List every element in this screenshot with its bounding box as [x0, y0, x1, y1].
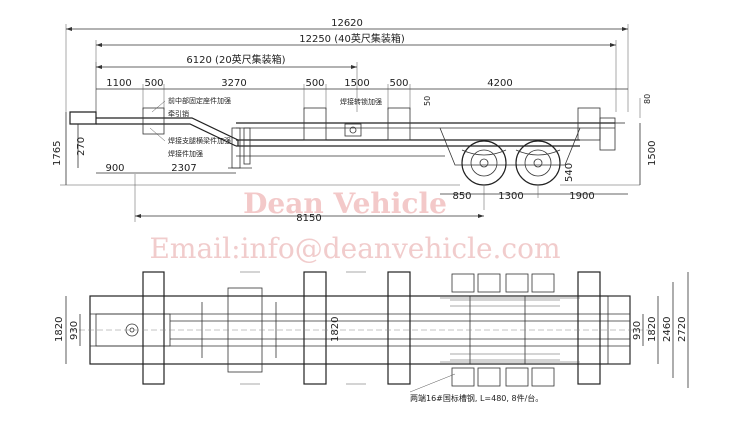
width-930-right: 930 — [632, 321, 643, 340]
segment-3270: 3270 — [221, 78, 246, 89]
dim-container-40ft: 12250 (40英尺集装箱) — [95, 32, 617, 112]
wheel-set-side — [461, 140, 561, 186]
dim-850: 850 — [452, 191, 471, 202]
watermark-email: Email:info@deanvehicle.com — [149, 232, 560, 265]
dim-vertical-left: 1765 270 — [52, 112, 460, 186]
wheels-plan — [440, 273, 580, 387]
width-930-left: 930 — [69, 321, 80, 340]
dim-1300: 1300 — [498, 191, 523, 202]
dim-vertical-right: 1500 — [560, 123, 658, 186]
overall-length-label: 12620 — [331, 18, 363, 29]
height-1500: 1500 — [647, 141, 658, 166]
dim-50: 50 — [423, 96, 432, 106]
width-2460: 2460 — [662, 317, 673, 342]
width-1820-left: 1820 — [54, 317, 65, 342]
note-4: 焊接件加强 — [168, 149, 203, 158]
width-2720: 2720 — [677, 317, 688, 342]
note-3: 焊接支腿横梁件加强 — [168, 136, 231, 145]
segment-500-a: 500 — [144, 78, 163, 89]
height-1765: 1765 — [52, 141, 63, 166]
segment-1500: 1500 — [344, 78, 369, 89]
container-40ft-label: 12250 (40英尺集装箱) — [299, 32, 405, 45]
dim-overall-length: 12620 — [65, 18, 629, 112]
side-view: 12620 12250 (40英尺集装箱) 6120 (20英尺集装箱) — [52, 18, 658, 224]
dim-container-20ft: 6120 (20英尺集装箱) — [95, 53, 358, 112]
dim-2307: 2307 — [171, 163, 196, 174]
height-270: 270 — [76, 137, 87, 156]
dim-1900: 1900 — [569, 191, 594, 202]
segment-4200: 4200 — [487, 78, 512, 89]
width-1820-mid: 1820 — [330, 317, 341, 342]
segment-500-c: 500 — [389, 78, 408, 89]
plan-view: 1820 930 1820 930 1820 2460 2720 两端16#国标… — [54, 271, 689, 403]
note-5: 焊接转锁加强 — [340, 97, 382, 106]
container-20ft-label: 6120 (20英尺集装箱) — [186, 53, 285, 66]
wheel-2 — [515, 140, 561, 186]
width-1820-right: 1820 — [647, 317, 658, 342]
dim-900: 900 — [105, 163, 124, 174]
callout-notes: 前中部固定座件加强 牵引销 焊接支腿横梁件加强 焊接件加强 焊接转锁加强 — [149, 96, 382, 158]
trailer-side-body — [69, 107, 625, 169]
watermark-company: Dean Vehicle — [243, 187, 447, 220]
dim-540: 540 — [564, 163, 575, 182]
note-2: 牵引销 — [168, 109, 189, 118]
dim-8150: 8150 — [296, 213, 321, 224]
plan-bottom-note: 两端16#国标槽钢, L=480, 8件/台。 — [410, 393, 543, 403]
plan-dims-right: 930 1820 2460 2720 — [632, 272, 689, 388]
segment-500-b: 500 — [305, 78, 324, 89]
note-1: 前中部固定座件加强 — [168, 96, 231, 105]
dim-80: 80 — [643, 94, 652, 104]
dim-segment-chain: 1100 500 3270 500 1500 500 4200 — [96, 78, 628, 110]
segment-1100: 1100 — [106, 78, 131, 89]
wheel-1 — [461, 140, 507, 186]
plan-dims-left: 1820 930 — [54, 296, 81, 364]
dim-lower-chain: 900 2307 850 1300 1900 540 8150 — [96, 163, 628, 224]
